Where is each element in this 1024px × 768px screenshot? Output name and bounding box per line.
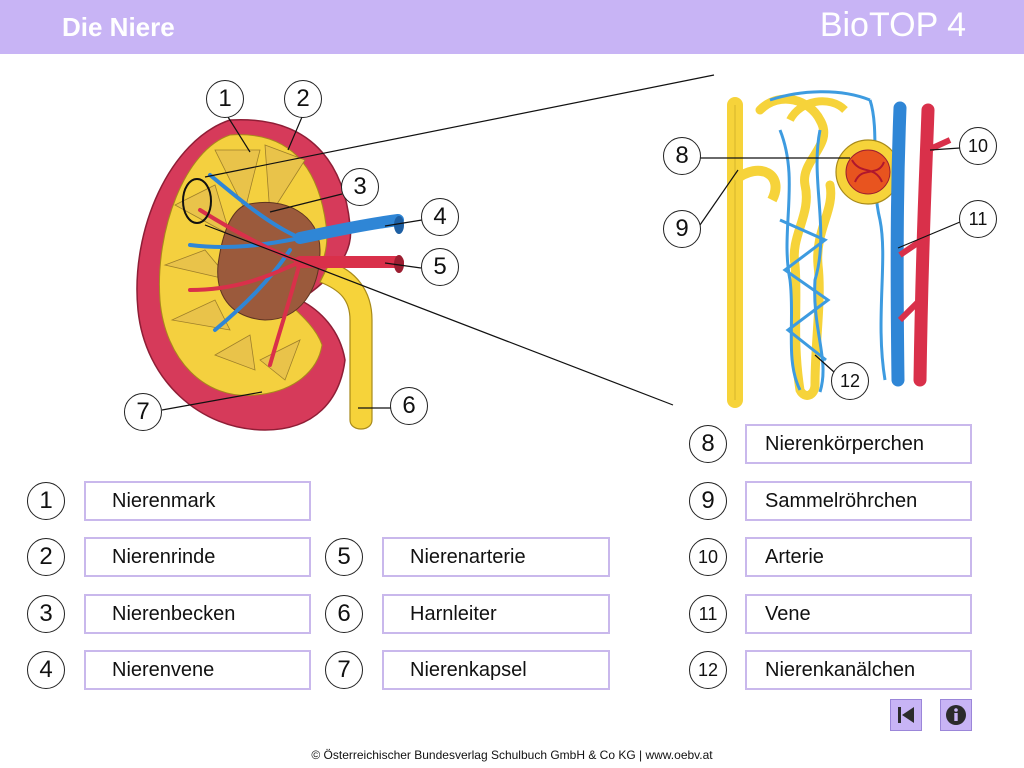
figure-number-6: 6 <box>390 387 428 425</box>
figure-number-1: 1 <box>206 80 244 118</box>
figure-number-11: 11 <box>959 200 997 238</box>
label-box-nierenkanaelchen[interactable]: Nierenkanälchen <box>745 650 972 690</box>
leader-lines <box>161 74 961 411</box>
figure-number-7: 7 <box>124 393 162 431</box>
info-button[interactable] <box>940 699 972 731</box>
label-box-nierenbecken[interactable]: Nierenbecken <box>84 594 311 634</box>
page-title: Die Niere <box>62 12 175 42</box>
figure-number-12: 12 <box>831 362 869 400</box>
key-number-7: 7 <box>325 651 363 689</box>
header-bar: Die Niere BioTOP 4 <box>0 0 1024 54</box>
label-box-arterie[interactable]: Arterie <box>745 537 972 577</box>
kidney-drawing <box>136 119 404 431</box>
label-box-nierenkoerperchen[interactable]: Nierenkörperchen <box>745 424 972 464</box>
figure-number-3: 3 <box>341 168 379 206</box>
figure-number-4: 4 <box>421 198 459 236</box>
key-number-10: 10 <box>689 538 727 576</box>
label-box-nierenkapsel[interactable]: Nierenkapsel <box>382 650 610 690</box>
nephron-drawing <box>727 90 952 408</box>
label-box-nierenmark[interactable]: Nierenmark <box>84 481 311 521</box>
key-number-4: 4 <box>27 651 65 689</box>
key-number-2: 2 <box>27 538 65 576</box>
key-number-5: 5 <box>325 538 363 576</box>
footer-copyright: © Österreichischer Bundesverlag Schulbuc… <box>311 748 713 762</box>
key-number-12: 12 <box>689 651 727 689</box>
back-button[interactable] <box>890 699 922 731</box>
key-number-3: 3 <box>27 595 65 633</box>
label-box-harnleiter[interactable]: Harnleiter <box>382 594 610 634</box>
info-icon <box>946 705 966 725</box>
figure-number-10: 10 <box>959 127 997 165</box>
skip-back-icon <box>898 707 914 723</box>
brand-logo: BioTOP 4 <box>819 6 966 44</box>
figure-number-8: 8 <box>663 137 701 175</box>
key-number-8: 8 <box>689 425 727 463</box>
figure-number-5: 5 <box>421 248 459 286</box>
label-box-vene[interactable]: Vene <box>745 594 972 634</box>
label-box-nierenrinde[interactable]: Nierenrinde <box>84 537 311 577</box>
label-box-nierenarterie[interactable]: Nierenarterie <box>382 537 610 577</box>
key-number-1: 1 <box>27 482 65 520</box>
figure-number-2: 2 <box>284 80 322 118</box>
label-box-sammelroehrchen[interactable]: Sammelröhrchen <box>745 481 972 521</box>
key-number-9: 9 <box>689 482 727 520</box>
key-number-6: 6 <box>325 595 363 633</box>
figure-number-9: 9 <box>663 210 701 248</box>
key-number-11: 11 <box>689 595 727 633</box>
label-box-nierenvene[interactable]: Nierenvene <box>84 650 311 690</box>
